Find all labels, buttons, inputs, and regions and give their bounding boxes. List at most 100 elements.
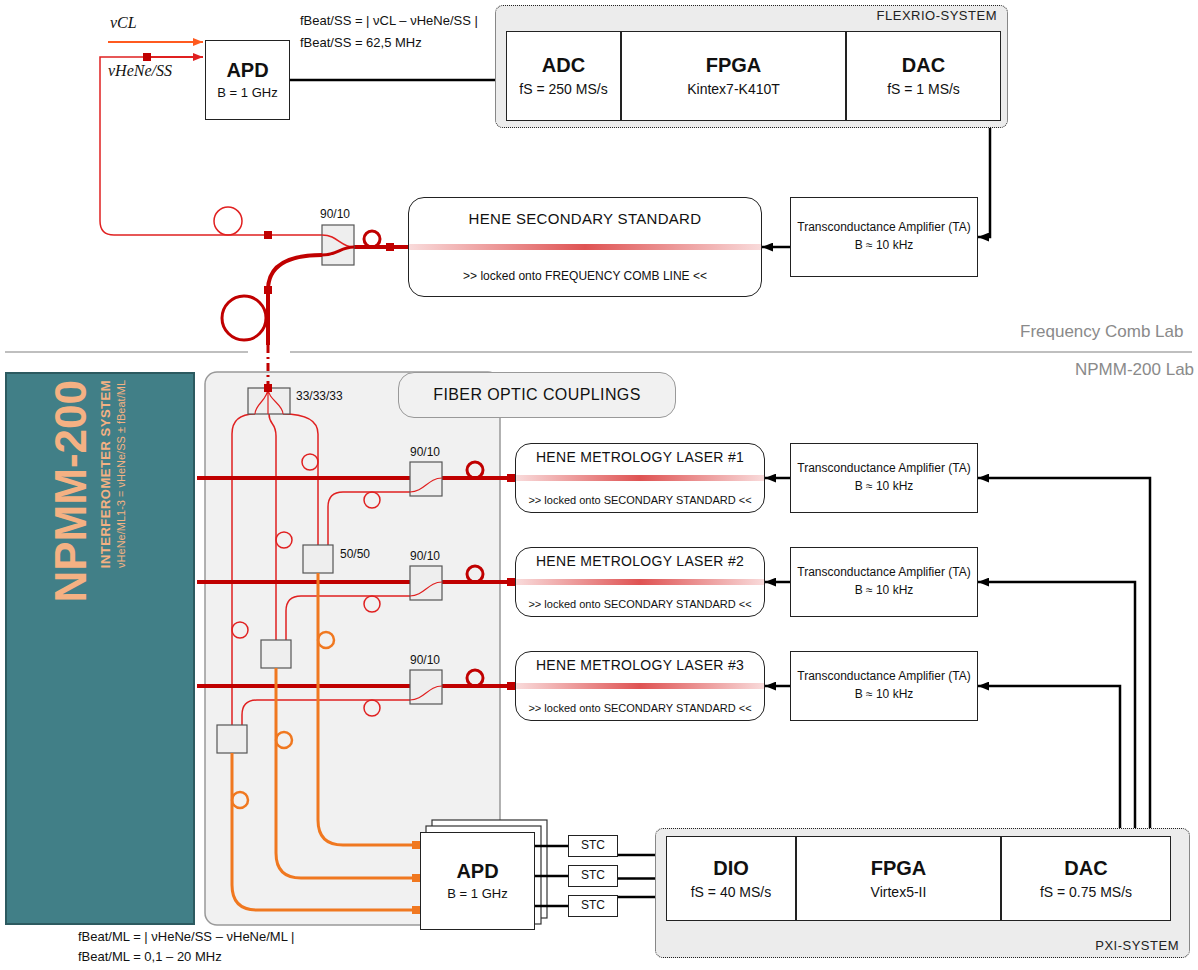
box-subtitle: >> locked onto FREQUENCY COMB LINE <<	[463, 270, 707, 284]
fpga-box: FPGA Virtex5-II	[796, 836, 1001, 921]
coupler	[303, 545, 333, 573]
coupler	[217, 725, 247, 753]
fiber-loop	[467, 566, 483, 582]
fiber-loop	[364, 596, 380, 612]
box-title: FPGA	[871, 857, 927, 880]
fiber-connector	[386, 243, 394, 251]
thin-fiber	[328, 492, 410, 545]
box-title: ADC	[542, 54, 585, 77]
thin-fiber	[269, 414, 276, 640]
signal-arrow	[978, 121, 990, 237]
coupler-ratio: 90/10	[410, 550, 440, 564]
box-title: FIBER OPTIC COUPLINGS	[433, 386, 641, 404]
thick-fiber	[354, 245, 408, 249]
fpga-box: FPGA Kintex7-K410T	[621, 31, 846, 121]
formula: fBeat/ML = 0,1 – 20 MHz	[78, 950, 222, 965]
coupler-ratio: 90/10	[410, 446, 440, 460]
box-title: DIO	[713, 857, 749, 880]
signal-arrow	[978, 686, 1120, 836]
amplifier-box: Transconductance Amplifier (TA) B ≈ 10 kH…	[790, 443, 978, 513]
box-subtitle: fS = 1 MS/s	[887, 81, 960, 97]
signal-arrow	[765, 685, 790, 688]
box-subtitle: >> locked onto SECONDARY STANDARD <<	[528, 702, 751, 715]
thick-fiber	[268, 255, 322, 345]
thick-fiber	[197, 580, 515, 584]
fiber-connector	[507, 474, 515, 482]
amplifier-box: Transconductance Amplifier (TA)B ≈ 10 kH…	[790, 651, 978, 721]
laser-beam	[409, 244, 761, 250]
signal-arrow	[765, 477, 790, 480]
box-subtitle: B = 1 GHz	[447, 887, 507, 902]
box-title: APD	[456, 860, 498, 883]
box-subtitle: >> locked onto SECONDARY STANDARD <<	[528, 598, 751, 611]
thick-fiber	[197, 476, 515, 480]
box-subtitle: Virtex5-II	[871, 884, 927, 900]
stc-box: STC	[568, 895, 618, 917]
fiber-connector	[412, 906, 420, 914]
lab-divider	[5, 351, 248, 353]
box-subtitle: fS = 0.75 MS/s	[1040, 884, 1132, 900]
box-subtitle: >> locked onto SECONDARY STANDARD <<	[528, 494, 751, 507]
box-subtitle: B = 1 GHz	[217, 86, 277, 101]
signal-name: νHeNe/SS	[108, 62, 172, 80]
signal-arrow	[535, 845, 568, 848]
signal-arrow	[765, 581, 790, 584]
box-title: Transconductance Amplifier (TA)	[797, 221, 970, 235]
fiber-loop	[232, 622, 248, 638]
dio-box: DIO fS = 40 MS/s	[666, 836, 796, 921]
coupling-tab: FIBER OPTIC COUPLINGS	[398, 372, 676, 418]
npmm-panel: NPMM-200INTERFEROMETER SYSTEMνHeNe/ML1-3…	[5, 372, 195, 925]
box-subtitle: Kintex7-K410T	[687, 81, 780, 97]
signal-arrow	[535, 905, 568, 908]
fiber-connector	[143, 53, 151, 61]
box-subtitle: INTERFEROMETER SYSTEM	[99, 380, 114, 568]
box-title: FPGA	[706, 54, 762, 77]
box-title: HENE SECONDARY STANDARD	[469, 210, 702, 227]
fiber-loop	[302, 454, 318, 470]
hene-light	[147, 56, 203, 58]
adc-box: ADCfS = 250 MS/s	[506, 31, 621, 121]
fiber-loop	[222, 296, 266, 340]
signal-name: νCL	[110, 14, 137, 32]
box-subtitle: νHeNe/ML1-3 = νHeNe/SS ± fBeat/ML	[115, 380, 128, 568]
amplifier-box: Transconductance Amplifier (TA)B ≈ 10 kH…	[790, 547, 978, 617]
signal-arrow	[762, 246, 790, 249]
box-title: NPMM-200	[46, 380, 97, 603]
stc-box: STC	[568, 835, 618, 857]
box-subtitle: B ≈ 10 kHz	[855, 688, 914, 702]
signal-arrow	[978, 478, 1150, 836]
pxi-system: PXI-SYSTEM DIO fS = 40 MS/s FPGA Virtex5-II D…	[655, 828, 1190, 958]
box-subtitle: B ≈ 10 kHz	[855, 480, 914, 494]
amplifier-box: Transconductance Amplifier (TA) B ≈ 10 kH…	[790, 197, 978, 277]
coupler-ratio: 90/10	[410, 654, 440, 668]
coupler-path	[410, 478, 442, 700]
signal-arrow	[535, 875, 568, 878]
fiber-loop	[276, 532, 292, 548]
fiber-connector	[507, 578, 515, 586]
box-title: FLEXRIO-SYSTEM	[877, 9, 997, 24]
thick-fiber	[197, 684, 515, 688]
box-subtitle: fS = 40 MS/s	[691, 884, 772, 900]
box-title: HENE METROLOGY LASER #2	[536, 553, 744, 569]
fiber-loop	[467, 670, 483, 686]
room-name: Frequency Comb Lab	[1020, 322, 1183, 342]
apd-box: APDB = 1 GHz	[205, 40, 290, 120]
box-title: Transconductance Amplifier (TA)	[797, 462, 970, 476]
stc-box: STC	[568, 865, 618, 887]
fiber-loop	[364, 231, 380, 247]
laser-box: HENE METROLOGY LASER #3>> locked onto SE…	[515, 651, 765, 721]
coupler-ratio: 33/33/33	[296, 390, 343, 404]
coupler	[261, 640, 291, 668]
box-title: PXI-SYSTEM	[1095, 939, 1179, 954]
box-title: STC	[581, 899, 605, 913]
laser-box: HENE METROLOGY LASER #1>> locked onto SE…	[515, 443, 765, 513]
orange-fiber	[232, 753, 414, 910]
fiber-loop	[364, 492, 380, 508]
coupler-ratio: 90/10	[320, 208, 350, 222]
fiber-loop	[232, 792, 248, 808]
thin-fiber	[232, 414, 255, 725]
comb-light	[108, 41, 203, 43]
box-subtitle: B ≈ 10 kHz	[855, 239, 914, 253]
signal-arrow	[978, 582, 1135, 836]
